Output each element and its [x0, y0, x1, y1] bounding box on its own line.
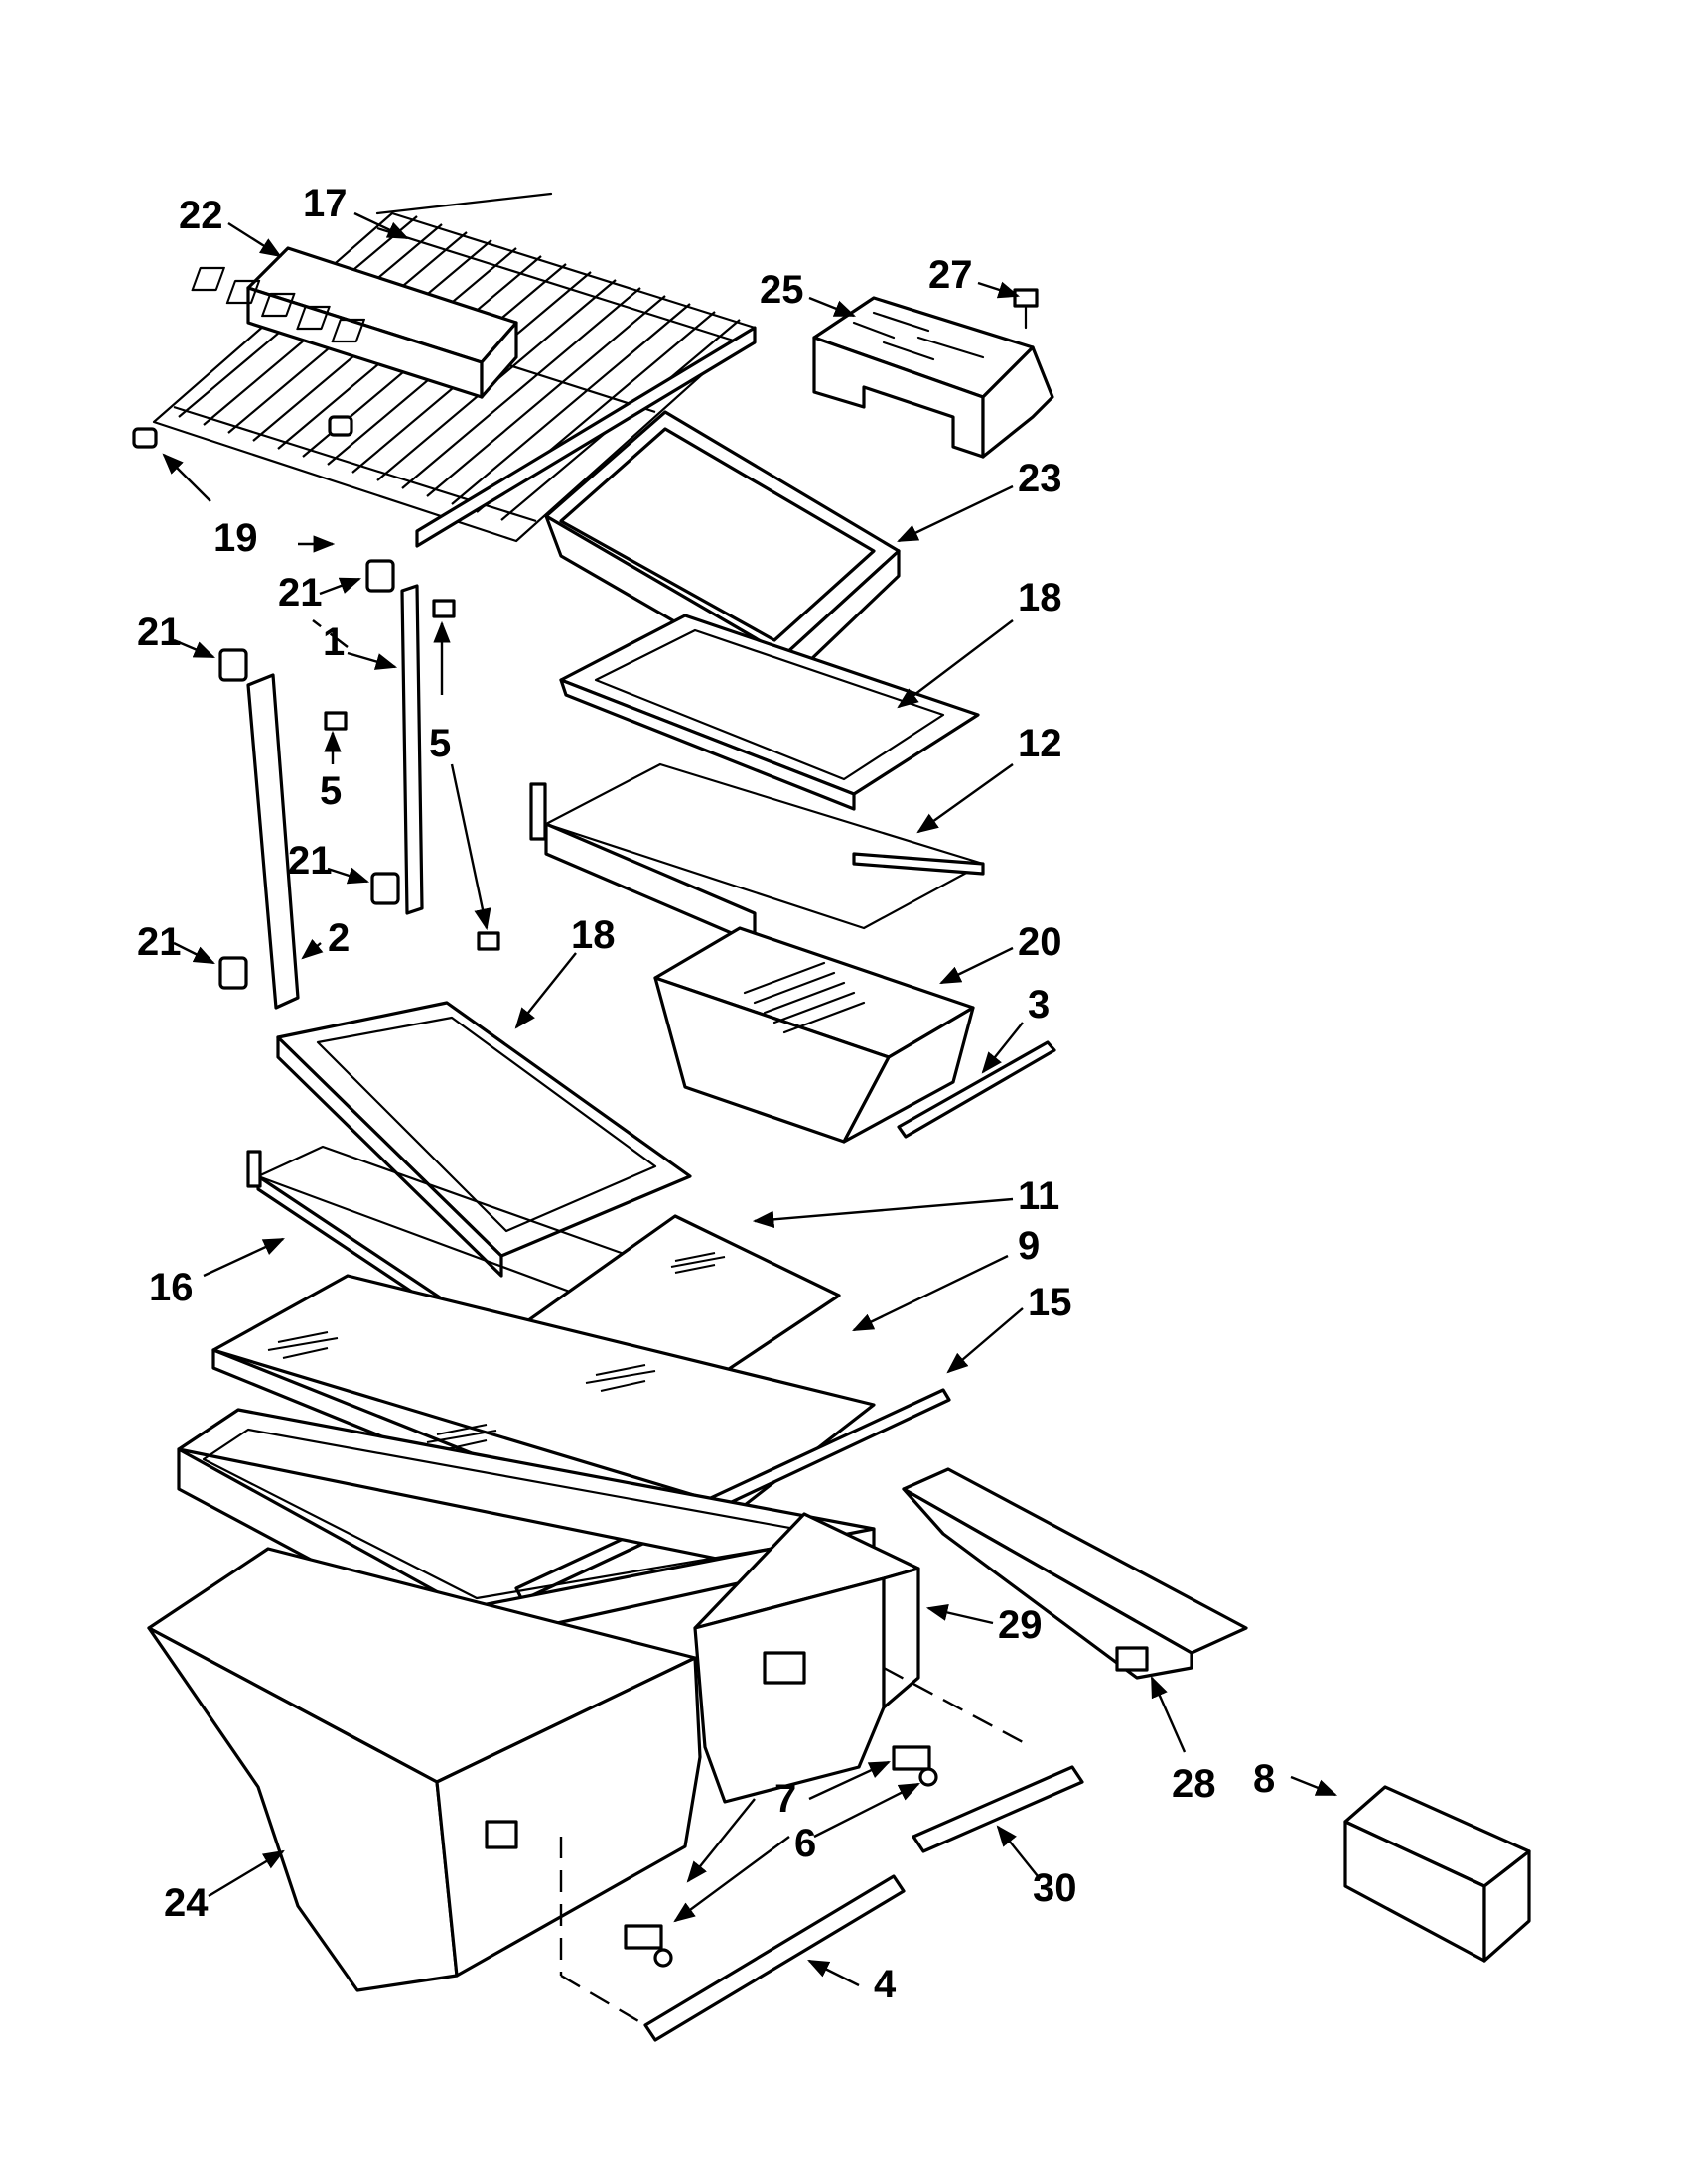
callout-19: 19 [213, 516, 258, 560]
rail-2 [246, 673, 300, 1010]
callout-23: 23 [1018, 457, 1062, 500]
crisper-pan-24 [147, 1547, 702, 1992]
callout-9: 9 [1018, 1224, 1040, 1268]
callout-21-a: 21 [278, 571, 323, 614]
callout-18-b: 18 [571, 913, 616, 957]
screw-27 [1013, 288, 1039, 330]
callout-20: 20 [1018, 920, 1062, 964]
callout-11: 11 [1018, 1174, 1059, 1218]
alignment-lines [312, 619, 1024, 2027]
callout-4: 4 [874, 1963, 897, 2006]
callout-5-b: 5 [320, 769, 342, 813]
callout-21-d: 21 [137, 920, 182, 964]
callout-24: 24 [164, 1881, 209, 1925]
trim-bar-30 [912, 1765, 1084, 1853]
control-panel-28 [902, 1467, 1248, 1680]
callout-22: 22 [179, 194, 223, 237]
callout-16: 16 [149, 1266, 194, 1309]
callout-28: 28 [1172, 1762, 1216, 1806]
crisper-drawer-20 [653, 926, 975, 1144]
callout-3: 3 [1028, 983, 1050, 1026]
callout-12: 12 [1018, 722, 1062, 765]
clip-6 [653, 1767, 938, 1968]
callout-6: 6 [794, 1822, 816, 1865]
callout-15: 15 [1028, 1281, 1072, 1324]
clip-7 [624, 1745, 931, 1950]
callout-25: 25 [760, 268, 804, 312]
shelf-pin-19 [132, 415, 353, 449]
callout-2: 2 [328, 916, 350, 960]
callout-17: 17 [303, 182, 348, 225]
callout-18-a: 18 [1018, 576, 1062, 619]
callout-1: 1 [323, 620, 345, 664]
ice-tray-22 [191, 246, 518, 399]
callout-29: 29 [998, 1603, 1043, 1647]
wire-shelf-17 [152, 192, 757, 548]
callout-7: 7 [774, 1777, 796, 1821]
leader-lines [162, 211, 1338, 1987]
door-bin-8 [1343, 1785, 1531, 1963]
callout-21-c: 21 [288, 839, 333, 883]
callout-21-b: 21 [137, 611, 182, 654]
trim-bar-4 [643, 1874, 906, 2042]
shelf-frame-18-upper [559, 614, 980, 811]
bracket-25 [812, 296, 1054, 459]
callout-5-a: 5 [429, 722, 451, 765]
callout-8: 8 [1253, 1757, 1275, 1801]
rail-1 [400, 584, 424, 915]
callout-30: 30 [1033, 1866, 1077, 1910]
screw-5 [324, 599, 500, 951]
rail-bracket-21 [218, 559, 400, 990]
callout-labels: 22 17 27 25 23 19 21 21 1 5 5 18 12 21 2… [137, 182, 1275, 2006]
callout-27: 27 [928, 253, 973, 297]
